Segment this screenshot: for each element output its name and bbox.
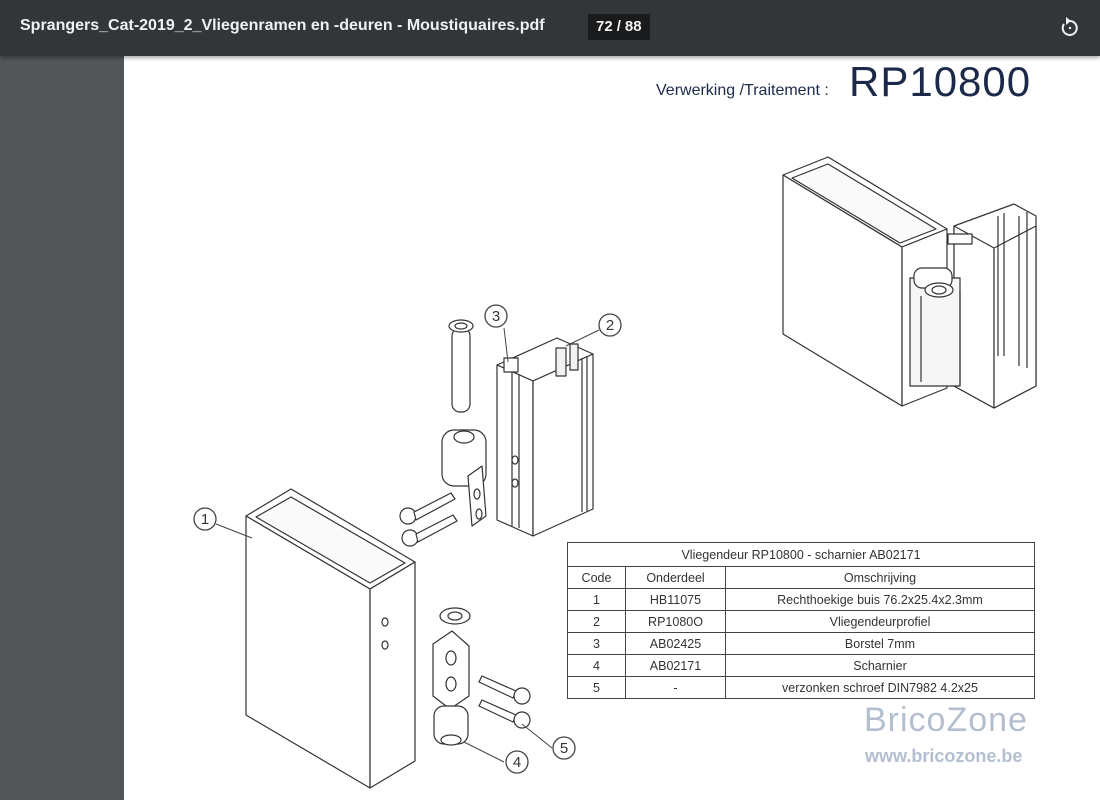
- table-row: 4 AB02171 Scharnier: [567, 654, 1035, 677]
- col-header-part: Onderdeel: [625, 566, 726, 589]
- part-2-profile: [496, 337, 594, 537]
- header-product-code: RP10800: [849, 58, 1032, 105]
- callout-4: 4: [513, 754, 521, 771]
- watermark-brand: BricoZone: [864, 701, 1028, 739]
- table-header-row: Code Onderdeel Omschrijving: [567, 566, 1035, 589]
- table-row: 3 AB02425 Borstel 7mm: [567, 632, 1035, 655]
- upper-screws: [399, 492, 458, 547]
- callout-1: 1: [201, 511, 209, 528]
- technical-drawing: 1 2 3 4 5: [193, 156, 1037, 789]
- page-counter[interactable]: 72 / 88: [588, 14, 650, 40]
- hinge-pin: [448, 319, 474, 413]
- cell-code: 1: [567, 588, 626, 611]
- callout-2: 2: [606, 317, 614, 334]
- cell-description: verzonken schroef DIN7982 4.2x25: [725, 676, 1035, 699]
- current-page-input[interactable]: 72: [596, 18, 613, 35]
- cell-description: Scharnier: [725, 654, 1035, 677]
- total-pages: 88: [624, 18, 642, 35]
- cell-part: AB02425: [625, 632, 726, 655]
- parts-table: Vliegendeur RP10800 - scharnier AB02171 …: [567, 542, 1035, 699]
- assembled-view: [782, 156, 1037, 409]
- table-caption: Vliegendeur RP10800 - scharnier AB02171: [567, 542, 1035, 567]
- cell-code: 4: [567, 654, 626, 677]
- cell-description: Borstel 7mm: [725, 632, 1035, 655]
- cell-part: HB11075: [625, 588, 726, 611]
- col-header-code: Code: [567, 566, 626, 589]
- cell-description: Vliegendeurprofiel: [725, 610, 1035, 633]
- rotate-button[interactable]: [1056, 14, 1084, 42]
- upper-hinge-leaf: [441, 429, 487, 527]
- rotate-icon: [1061, 17, 1078, 36]
- table-row: 2 RP1080O Vliegendeurprofiel: [567, 610, 1035, 633]
- washer: [439, 607, 471, 625]
- cell-part: RP1080O: [625, 610, 726, 633]
- cell-part: AB02171: [625, 654, 726, 677]
- table-caption-row: Vliegendeur RP10800 - scharnier AB02171: [567, 542, 1035, 567]
- pdf-toolbar: Sprangers_Cat-2019_2_Vliegenramen en -de…: [0, 0, 1100, 56]
- lower-screws: [478, 675, 531, 729]
- header-label: Verwerking /Traitement :: [656, 82, 829, 99]
- callout-5: 5: [560, 740, 568, 757]
- cell-code: 2: [567, 610, 626, 633]
- part-1-tube: [245, 488, 416, 789]
- cell-code: 5: [567, 676, 626, 699]
- pdf-page: Verwerking /Traitement : RP10800: [124, 56, 1100, 800]
- col-header-description: Omschrijving: [725, 566, 1035, 589]
- table-row: 1 HB11075 Rechthoekige buis 76.2x25.4x2.…: [567, 588, 1035, 611]
- cell-code: 3: [567, 632, 626, 655]
- document-title: Sprangers_Cat-2019_2_Vliegenramen en -de…: [20, 17, 545, 34]
- callout-3: 3: [492, 308, 500, 325]
- cell-description: Rechthoekige buis 76.2x25.4x2.3mm: [725, 588, 1035, 611]
- part-4-hinge: [432, 630, 470, 746]
- table-row: 5 - verzonken schroef DIN7982 4.2x25: [567, 676, 1035, 699]
- part-3-brush: [503, 357, 519, 373]
- watermark-url: www.bricozone.be: [865, 746, 1023, 766]
- page-separator: /: [616, 18, 621, 35]
- cell-part: -: [625, 676, 726, 699]
